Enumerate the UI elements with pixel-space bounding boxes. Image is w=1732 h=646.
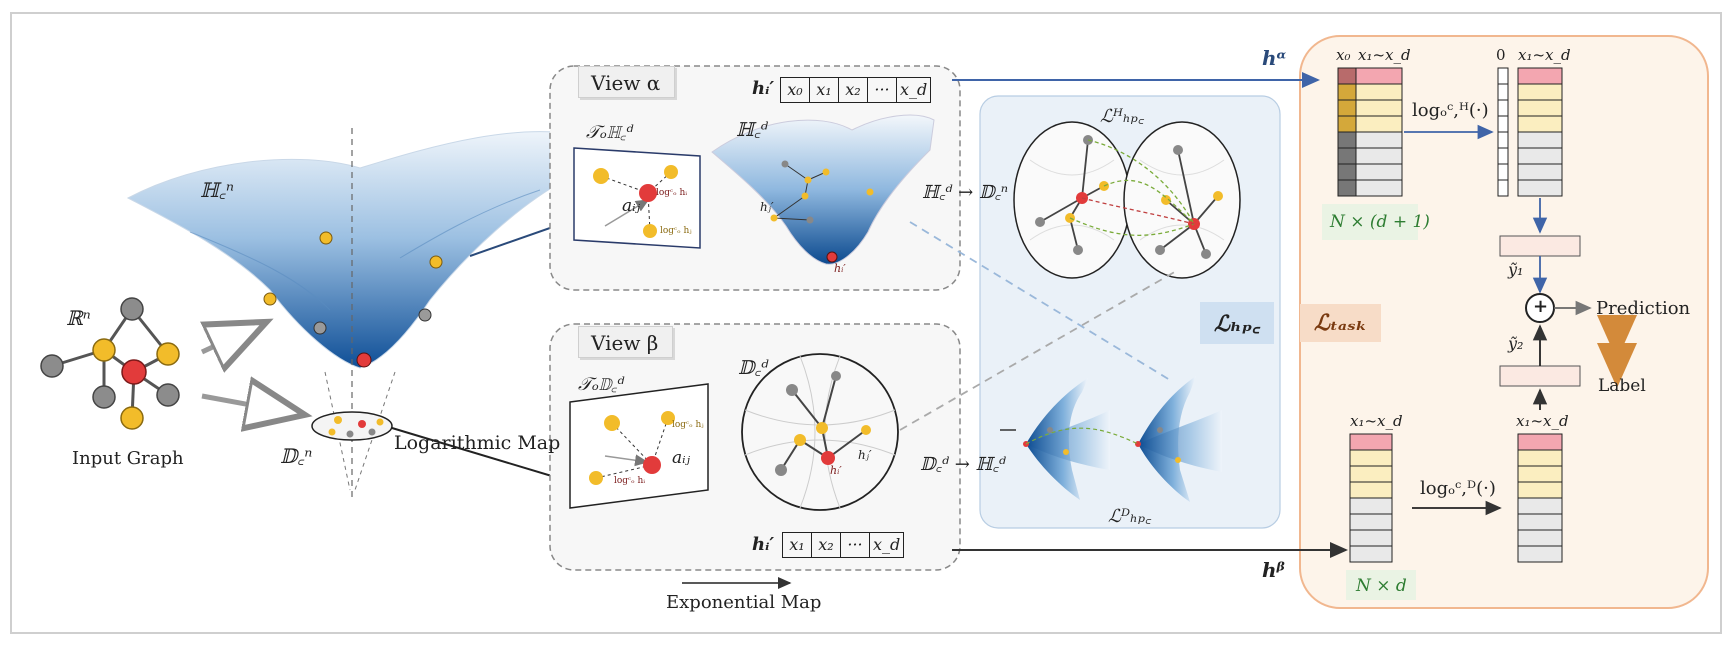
mlp-alpha (1499, 235, 1581, 257)
view-beta-row-label: hᵢ′ (752, 534, 775, 555)
cell: x_d (873, 535, 901, 554)
h-beta-label: hᵝ (1262, 558, 1285, 582)
surface-node-yellow (429, 255, 443, 269)
beta-edge-label: aᵢⱼ (672, 448, 691, 468)
beta-log-i: logᶜₒ hᵢ (614, 476, 646, 486)
beta-header: x₁~x_d (1350, 412, 1403, 430)
y1-label: ỹ₁ (1508, 260, 1524, 279)
small-poincare-disk (311, 411, 393, 441)
task-loss: ℒₜₐₛₖ (1300, 304, 1382, 342)
view-alpha-cells: x₀ x₁ x₂ ··· x_d (780, 77, 932, 103)
view-beta-cells: x₁ x₂ ··· x_d (782, 532, 905, 558)
graph-node-gray (40, 354, 64, 378)
log-map-caption: Logarithmic Map (394, 432, 561, 454)
tangent-graph-beta (589, 411, 675, 485)
cell: x₀ (781, 78, 810, 102)
graph-node-yellow (156, 342, 180, 366)
beta-log-j: logᶜₒ hⱼ (672, 420, 704, 430)
map-d-to-h: 𝔻꜀ᵈ → ℍ꜀ᵈ (920, 454, 1006, 475)
graph-node-yellow (92, 338, 116, 362)
graph-node-gray (92, 385, 116, 409)
graph-node-yellow (120, 406, 144, 430)
tangent-plane-beta (569, 383, 709, 509)
beta-hi: hᵢ′ (830, 464, 842, 477)
log-h-label: logₒᶜ,ᴴ(·) (1412, 100, 1489, 121)
input-graph (40, 297, 180, 430)
alpha-dim-label: N × (d + 1) (1330, 212, 1430, 232)
surface-node-yellow (319, 231, 333, 245)
arrow-to-hyperboloid (202, 324, 262, 352)
zero-rest-header: x₁~x_d (1518, 46, 1571, 64)
hpc-horns (1023, 376, 1222, 502)
hyperboloid-surface (126, 128, 593, 500)
input-space-label: ℝⁿ (66, 306, 91, 330)
cell: x_d (900, 80, 928, 99)
alpha-mapped-matrix (1497, 67, 1563, 197)
alpha-matrix (1337, 67, 1403, 197)
alpha-header-x0: x₀ (1336, 46, 1351, 64)
cell: x₁ (783, 533, 812, 557)
plus-sign: + (1533, 296, 1549, 317)
beta-hj: hⱼ′ (858, 448, 872, 462)
surface-node-gray (313, 321, 327, 335)
map-h-to-d: ℍ꜀ᵈ → 𝔻꜀ⁿ (922, 182, 1009, 203)
alpha-dim-bg (1322, 204, 1418, 240)
exp-map-caption: Exponential Map (666, 592, 822, 613)
beta-manifold-label: 𝔻꜀ᵈ (738, 357, 769, 379)
y2-label: ỹ₂ (1508, 334, 1524, 353)
cell: ··· (868, 78, 897, 102)
cell: x₂ (812, 533, 841, 557)
hpc-loss: ℒₕₚ꜀ (1200, 302, 1274, 344)
tangent-alpha-label: 𝒯ₒℍ꜀ᵈ (586, 122, 634, 143)
label-text: Label (1598, 376, 1646, 396)
beta-out-header: x₁~x_d (1516, 412, 1569, 430)
cell: x₂ (839, 78, 868, 102)
hyperboloid-alpha-graph (770, 160, 874, 263)
alpha-log-j: logᶜₒ hⱼ (660, 226, 692, 236)
beta-matrix (1349, 433, 1393, 563)
graph-node-gray (156, 383, 180, 407)
surface-node-yellow (263, 292, 277, 306)
h-alpha-label: hᵅ (1262, 46, 1287, 70)
graph-node-red (121, 359, 147, 385)
hpc-top-label: ℒᴴₕₚ꜀ (1100, 106, 1145, 127)
alpha-hi: hᵢ′ (834, 262, 846, 275)
cell: ··· (841, 533, 870, 557)
tangent-graph-alpha (593, 165, 678, 238)
mlp-beta (1499, 365, 1581, 387)
hyperboloid-label: ℍ꜀ⁿ (200, 178, 234, 202)
graph-node-gray (120, 297, 144, 321)
surface-node-gray (418, 308, 432, 322)
hpc-disks (1013, 121, 1241, 279)
view-alpha-title: View α (578, 66, 676, 98)
zero-header: 0 (1496, 46, 1506, 64)
view-alpha-row-label: hᵢ′ (752, 78, 775, 99)
log-d-label: logₒᶜ,ᴰ(·) (1420, 478, 1496, 499)
alpha-header-rest: x₁~x_d (1358, 46, 1411, 64)
beta-mapped-matrix (1517, 433, 1563, 563)
prediction-label: Prediction (1596, 298, 1691, 319)
alpha-edge-label: aᵢⱼ (622, 196, 641, 216)
arrow-to-poincare (201, 396, 300, 414)
poincare-disk-beta (741, 353, 899, 511)
alpha-manifold-label: ℍ꜀ᵈ (736, 119, 769, 141)
alpha-hj: hⱼ′ (760, 200, 774, 214)
hyperboloid-alpha (711, 114, 935, 265)
view-beta-title: View β (578, 326, 674, 358)
beta-dim-label: N × d (1356, 576, 1407, 596)
cell: x₁ (810, 78, 839, 102)
poincare-label: 𝔻꜀ⁿ (280, 444, 313, 468)
input-graph-caption: Input Graph (72, 448, 184, 469)
hpc-bottom-label: ℒᴰₕₚ꜀ (1108, 506, 1152, 527)
tangent-beta-label: 𝒯ₒ𝔻꜀ᵈ (578, 374, 625, 395)
surface-node-red (356, 352, 372, 368)
beta-dim-bg (1346, 570, 1416, 600)
alpha-log-i: logᶜₒ hᵢ (656, 188, 688, 198)
